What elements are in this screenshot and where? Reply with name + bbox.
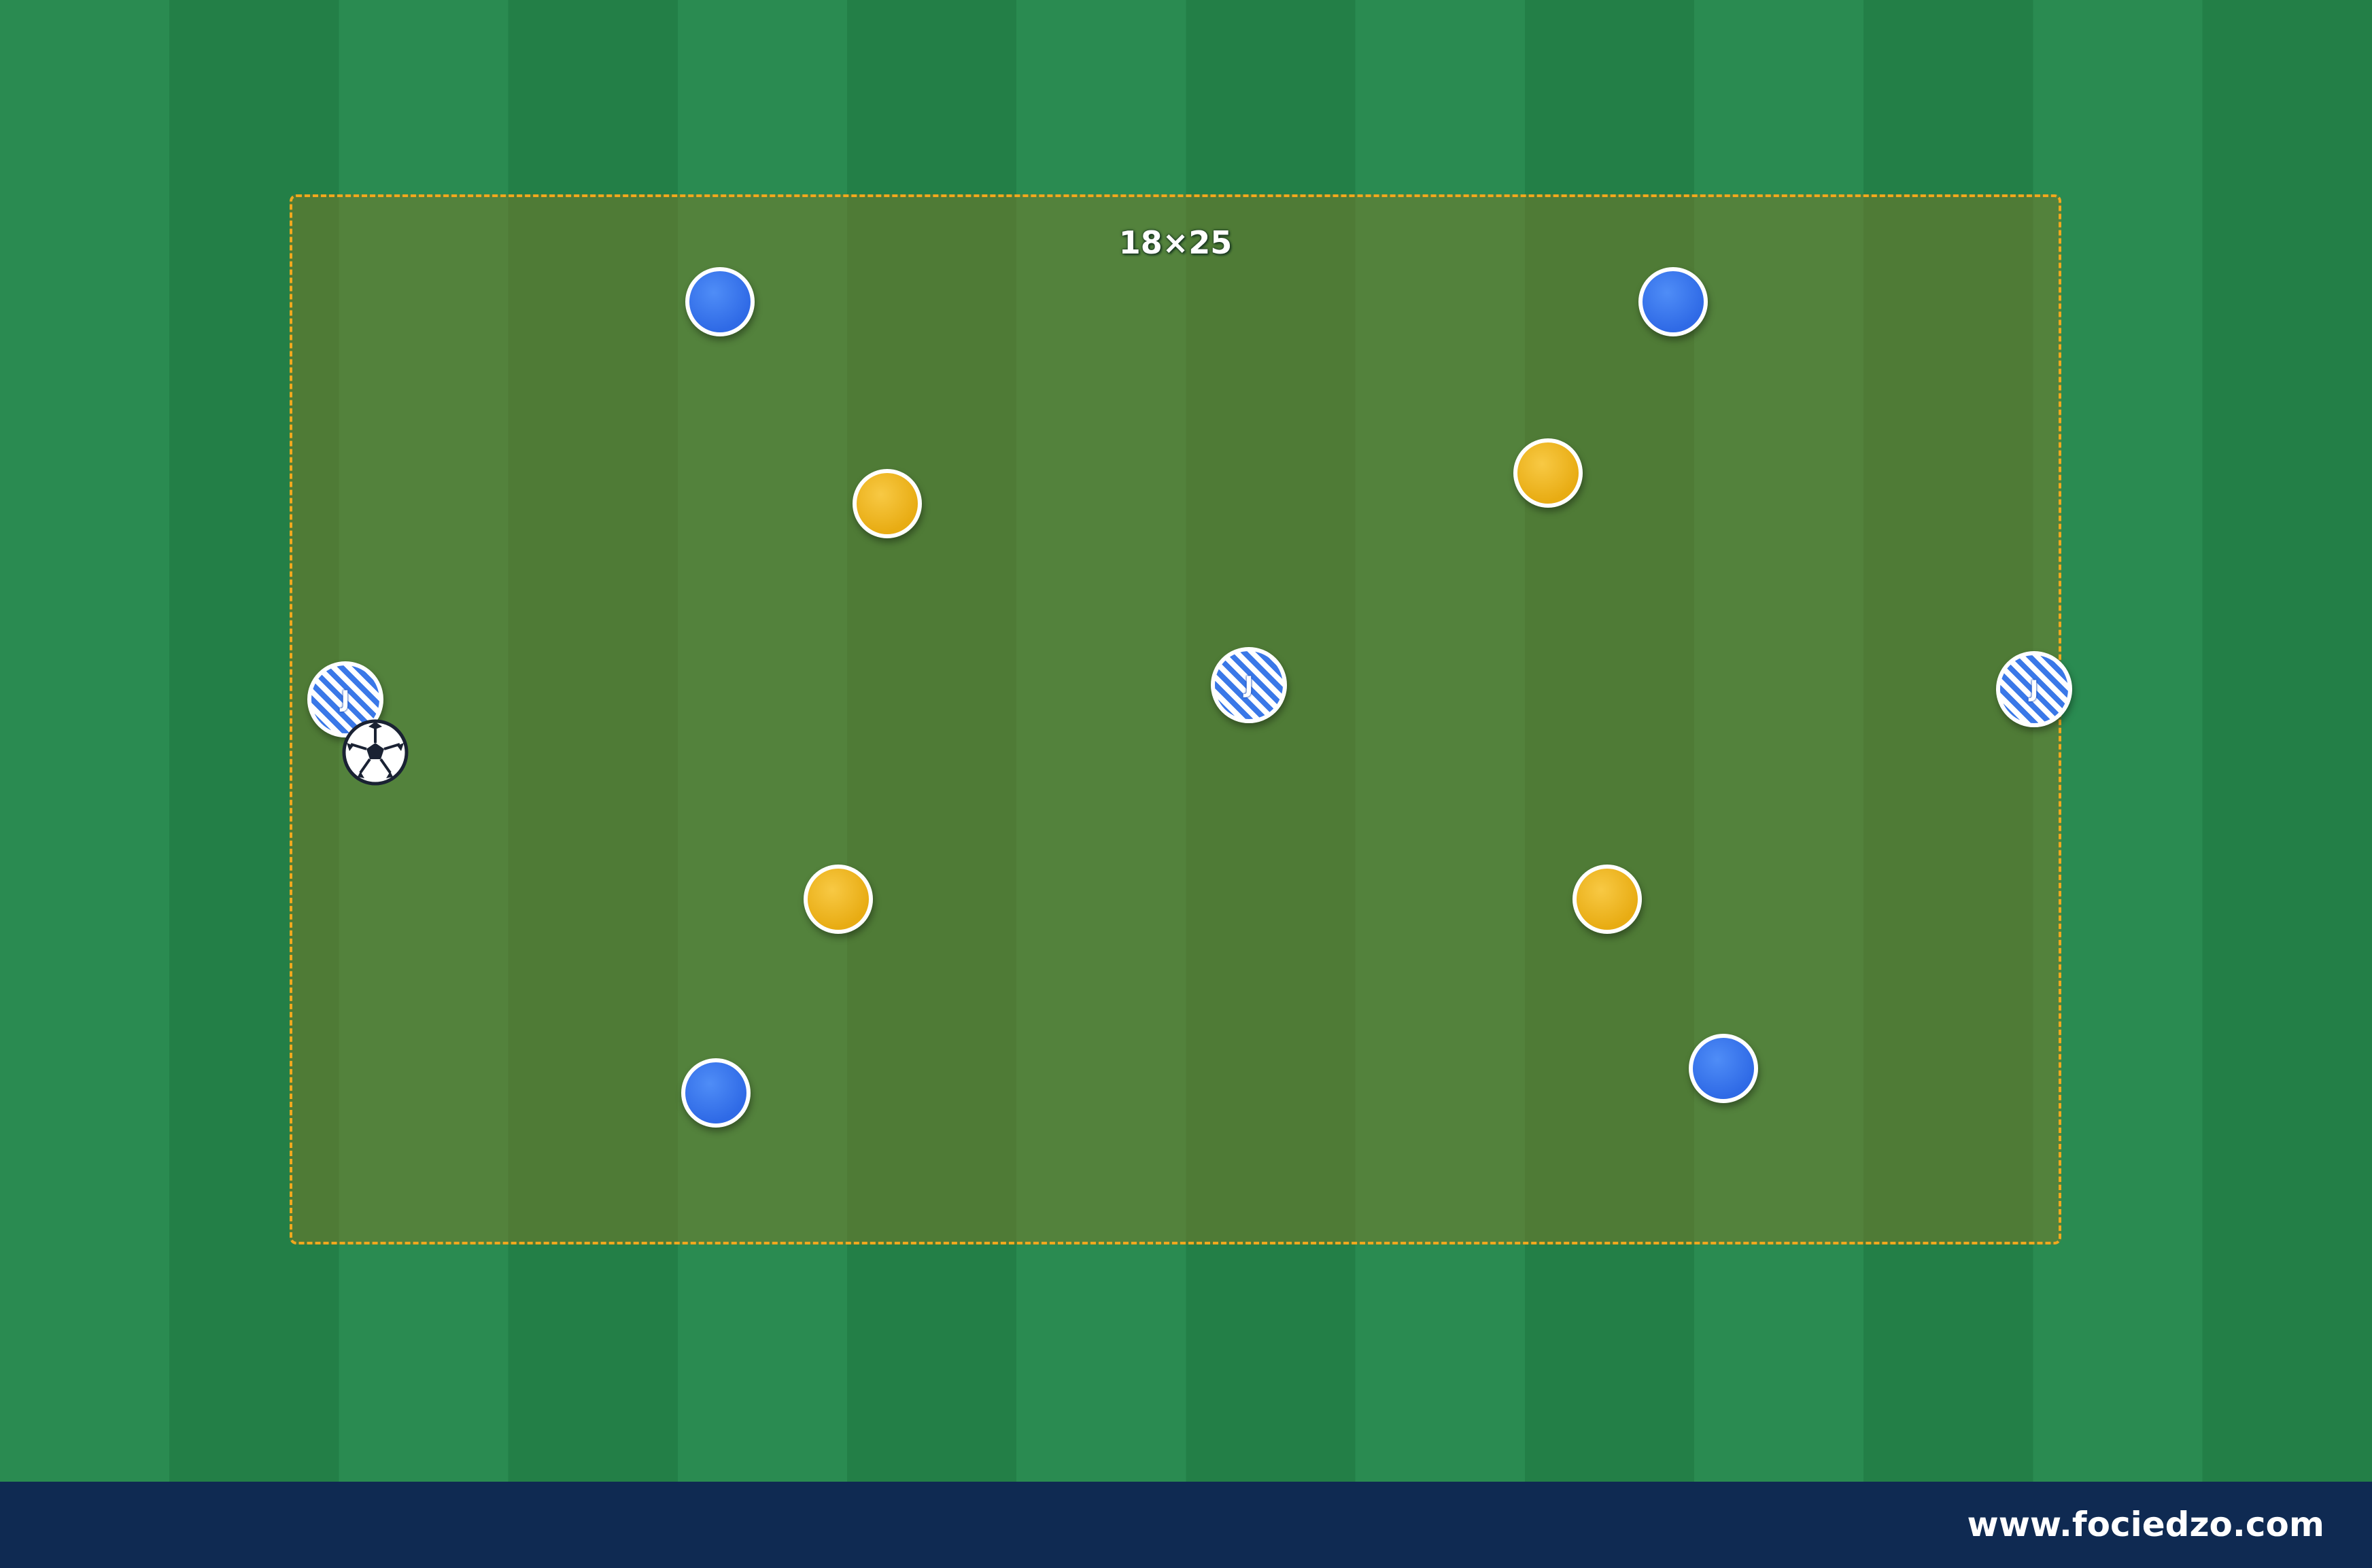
neutral-player[interactable]: J <box>1211 647 1287 723</box>
yellow-player[interactable] <box>853 469 922 538</box>
soccer-ball-icon[interactable] <box>341 718 409 786</box>
yellow-player[interactable] <box>804 865 873 934</box>
footer-bar: www.fociedzo.com <box>0 1482 2372 1568</box>
neutral-player[interactable]: J <box>1996 651 2072 727</box>
neutral-player-mark: J <box>1244 672 1254 699</box>
blue-player[interactable] <box>681 1058 751 1128</box>
website-link[interactable]: www.fociedzo.com <box>1967 1505 2325 1544</box>
neutral-player-mark: J <box>341 686 350 713</box>
zone-size-text: 18×25 <box>1118 224 1233 261</box>
yellow-player[interactable] <box>1572 865 1642 934</box>
blue-player[interactable] <box>685 267 755 336</box>
neutral-player-mark: J <box>2029 676 2039 703</box>
training-zone <box>290 194 2061 1244</box>
blue-player[interactable] <box>1689 1034 1758 1103</box>
yellow-player[interactable] <box>1513 438 1583 508</box>
blue-player[interactable] <box>1638 267 1708 336</box>
